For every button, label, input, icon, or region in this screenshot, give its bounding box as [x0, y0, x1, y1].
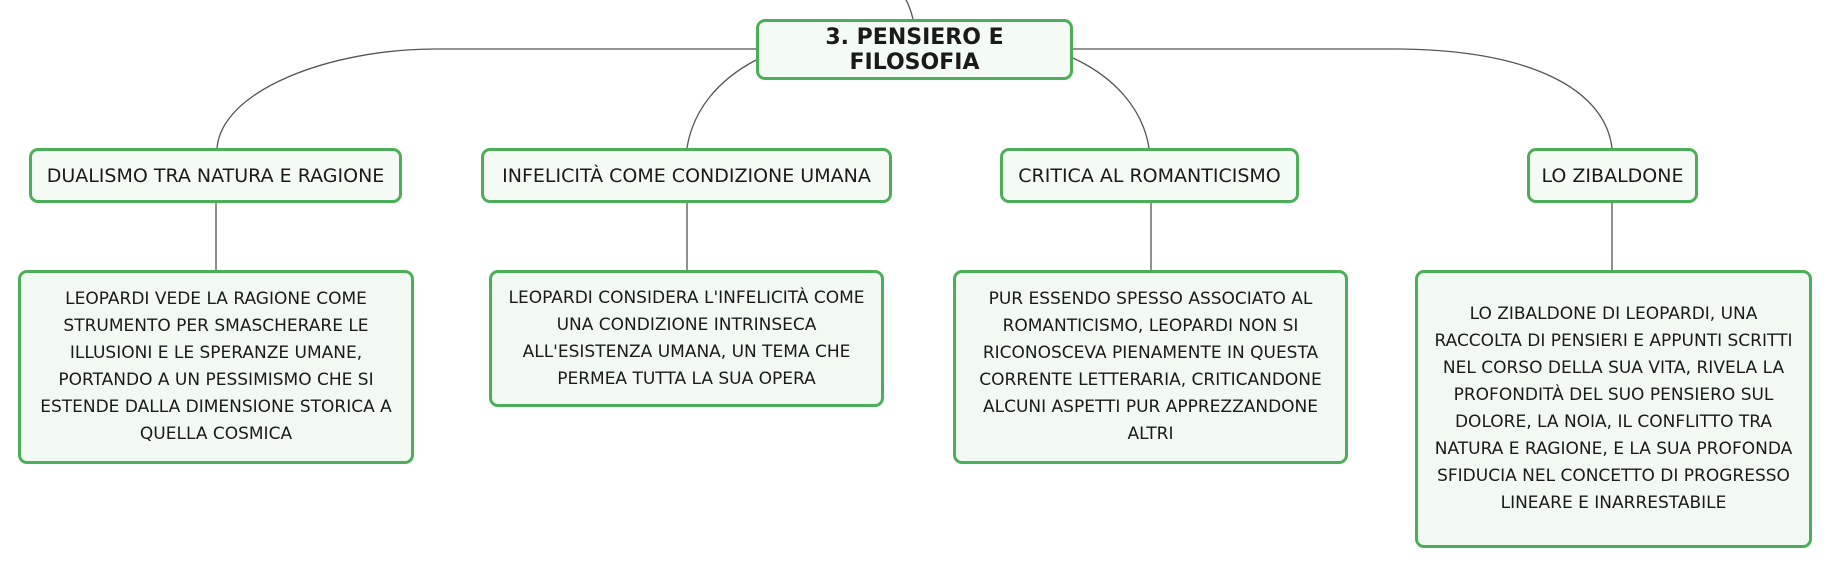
topic-label: DUALISMO TRA NATURA E RAGIONE [46, 164, 385, 187]
root-node[interactable]: 3. PENSIERO E FILOSOFIA [756, 19, 1073, 80]
parent-connector [905, 0, 914, 20]
topic-node-critica-romanticismo[interactable]: CRITICA AL ROMANTICISMO [1000, 148, 1299, 203]
detail-node-critica-romanticismo[interactable]: PUR ESSENDO SPESSO ASSOCIATO AL ROMANTIC… [953, 270, 1348, 464]
topic-node-dualismo[interactable]: DUALISMO TRA NATURA E RAGIONE [29, 148, 402, 203]
detail-text: PUR ESSENDO SPESSO ASSOCIATO AL ROMANTIC… [979, 289, 1322, 444]
detail-node-dualismo[interactable]: LEOPARDI VEDE LA RAGIONE COME STRUMENTO … [18, 270, 414, 464]
detail-node-zibaldone[interactable]: LO ZIBALDONE DI LEOPARDI, UNA RACCOLTA D… [1415, 270, 1812, 548]
detail-node-infelicita[interactable]: LEOPARDI CONSIDERA L'INFELICITÀ COME UNA… [489, 270, 884, 407]
detail-text: LEOPARDI CONSIDERA L'INFELICITÀ COME UNA… [508, 287, 865, 389]
detail-text: LO ZIBALDONE DI LEOPARDI, UNA RACCOLTA D… [1434, 304, 1793, 513]
connector-root-topic-2 [1072, 57, 1150, 149]
topic-label: LO ZIBALDONE [1541, 164, 1684, 187]
topic-label: INFELICITÀ COME CONDIZIONE UMANA [502, 164, 871, 187]
connector-root-topic-3 [1073, 48, 1613, 149]
root-label: 3. PENSIERO E FILOSOFIA [825, 24, 1004, 75]
connector-root-topic-1 [686, 59, 757, 149]
topic-node-infelicita[interactable]: INFELICITÀ COME CONDIZIONE UMANA [481, 148, 892, 203]
topic-node-zibaldone[interactable]: LO ZIBALDONE [1527, 148, 1698, 203]
detail-text: LEOPARDI VEDE LA RAGIONE COME STRUMENTO … [40, 289, 392, 444]
topic-label: CRITICA AL ROMANTICISMO [1018, 164, 1281, 187]
connector-root-topic-0 [216, 48, 756, 149]
